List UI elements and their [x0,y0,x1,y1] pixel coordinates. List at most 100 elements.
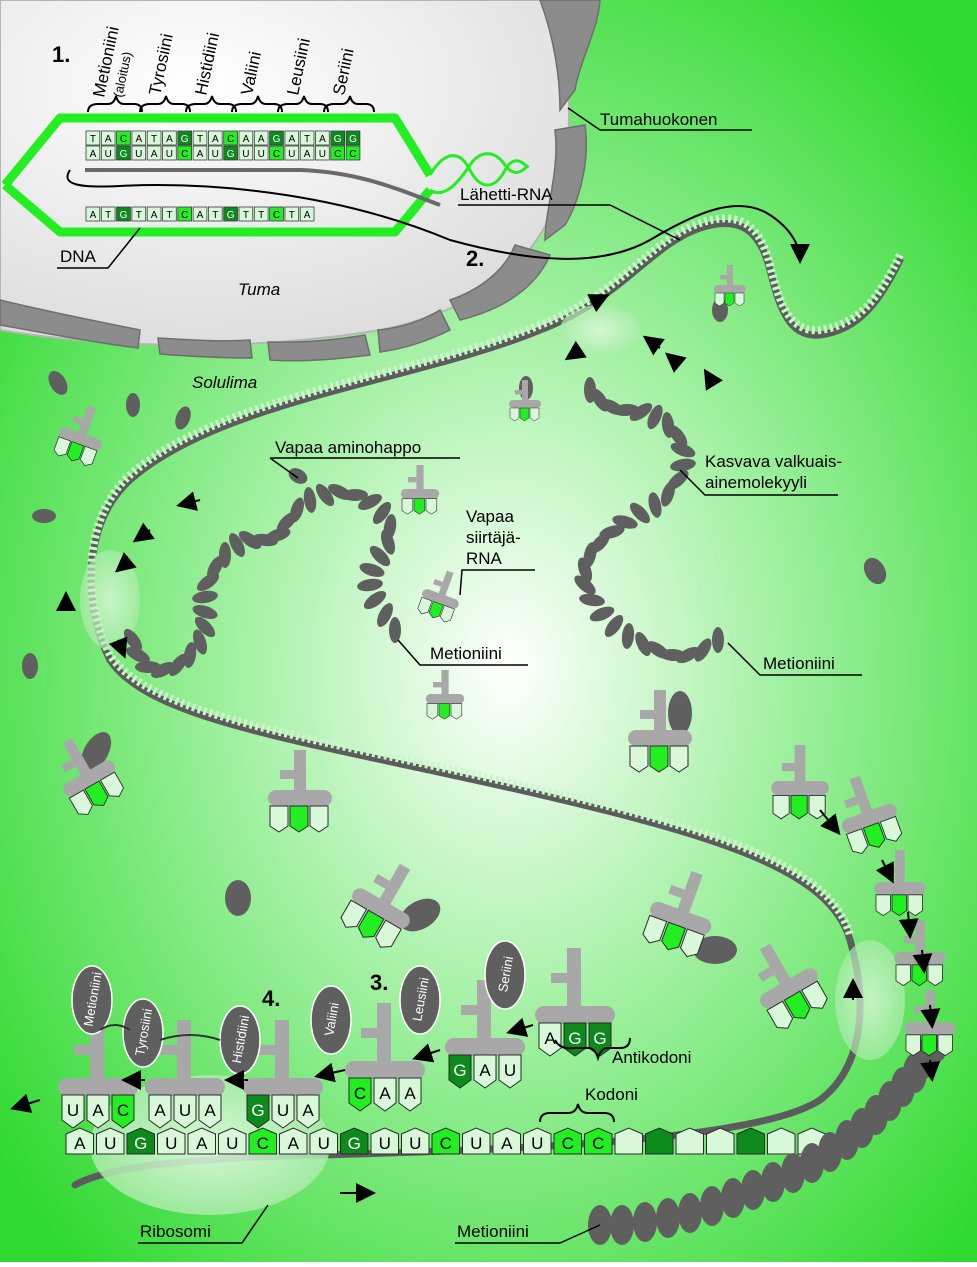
base-cell: T [163,207,177,221]
base-letter: A [90,210,97,221]
base-cell: T [147,131,161,145]
mrna-base-unlabeled [768,1128,796,1154]
base-letter: C [273,210,280,221]
mrna-codon-letter: A [288,1134,300,1153]
anticodon-letter: G [593,1029,606,1048]
label-antikodoni-text: Antikodoni [612,1048,691,1067]
base-cell: T [300,131,314,145]
base-letter: U [288,149,295,160]
base-letter: A [197,149,204,160]
base-letter: T [136,210,142,221]
base-letter: C [181,149,188,160]
base-letter: G [227,149,235,160]
base-letter: T [212,210,218,221]
mrna-codon-letter: C [562,1134,574,1153]
base-letter: G [334,134,342,145]
base-cell: G [224,207,238,221]
amino-acid-unit [721,1178,745,1218]
base-cell: T [101,207,115,221]
base-letter: A [212,134,219,145]
mrna-codon-letter: C [592,1134,604,1153]
anticodon-letter: U [277,1101,289,1120]
base-cell: T [193,131,207,145]
base-letter: U [166,149,173,160]
base-letter: C [349,149,356,160]
label-lahetti-rna-text: Lähetti-RNA [460,185,553,204]
mrna-codon-base: C [554,1128,582,1154]
mrna-codon-base: A [280,1128,308,1154]
base-cell: A [147,146,161,160]
base-letter: A [288,134,295,145]
mrna-codon-base: A [493,1128,521,1154]
base-letter: T [197,134,203,145]
label-ribosomi-text: Ribosomi [140,1222,211,1241]
base-cell: A [300,207,314,221]
label-vapaa-aminohappo-text: Vapaa aminohappo [275,438,421,457]
mrna-codon-letter: U [318,1134,330,1153]
base-cell: G [331,131,345,145]
base-cell: A [101,131,115,145]
label-metioniini-3-text: Metioniini [457,1222,529,1241]
amino-acid-unit [741,1170,765,1210]
base-cell: C [346,146,360,160]
base-cell: G [117,207,131,221]
base-cell: T [239,207,253,221]
mrna-codon-base: G [127,1128,155,1154]
anticodon-letter: C [354,1084,366,1103]
base-cell: G [178,131,192,145]
base-cell: C [270,146,284,160]
amino-acid-unit [712,627,724,653]
mrna-codon-base: U [310,1128,338,1154]
mrna-codon-letter: U [531,1134,543,1153]
label-tuma: Tuma [238,280,280,299]
anticodon-letter: U [504,1061,516,1080]
base-letter: A [304,149,311,160]
label-vapaa-siirtaja-line1: Vapaa [466,507,514,526]
amino-acid-unit [656,1198,680,1238]
mrna-codon-base: U [219,1128,247,1154]
mrna-codon-letter: G [348,1134,361,1153]
base-letter: U [242,149,249,160]
base-letter: T [243,210,249,221]
base-cell: T [285,207,299,221]
base-cell: U [163,146,177,160]
base-letter: A [105,134,112,145]
base-letter: U [135,149,142,160]
base-cell: C [224,131,238,145]
base-cell: T [208,207,222,221]
anticodon-letter: A [302,1101,314,1120]
mrna-codon-base: C [585,1128,613,1154]
base-letter: C [334,149,341,160]
mrna-codon-letter: U [470,1134,482,1153]
anticodon-letter: A [404,1084,416,1103]
mrna-codon-base: G [341,1128,369,1154]
base-letter: T [90,134,96,145]
base-cell: A [132,131,146,145]
base-cell: C [178,146,192,160]
base-letter: T [258,210,264,221]
anticodon-letter: A [92,1101,104,1120]
base-cell: A [163,131,177,145]
base-letter: U [258,149,265,160]
base-cell: A [285,131,299,145]
anticodon-letter: G [251,1101,264,1120]
mrna-codon-base: U [371,1128,399,1154]
amino-acid-unit [700,1186,724,1226]
amino-acid-unit [610,1205,634,1245]
anticodon-letter: A [204,1101,216,1120]
mrna-base-unlabeled [737,1128,765,1154]
base-cell: A [193,207,207,221]
base-letter: A [243,134,250,145]
label-vapaa-siirtaja-line3: RNA [466,549,503,568]
base-cell: A [86,146,100,160]
base-letter: A [90,149,97,160]
label-tumahuokonen-text: Tumahuokonen [600,110,718,129]
mrna-codon-letter: C [440,1134,452,1153]
label-metioniini-2-text: Metioniini [763,654,835,673]
base-cell: U [132,146,146,160]
base-letter: C [273,149,280,160]
mrna-codon-base: U [524,1128,552,1154]
amino-acid-unit [633,1202,657,1242]
